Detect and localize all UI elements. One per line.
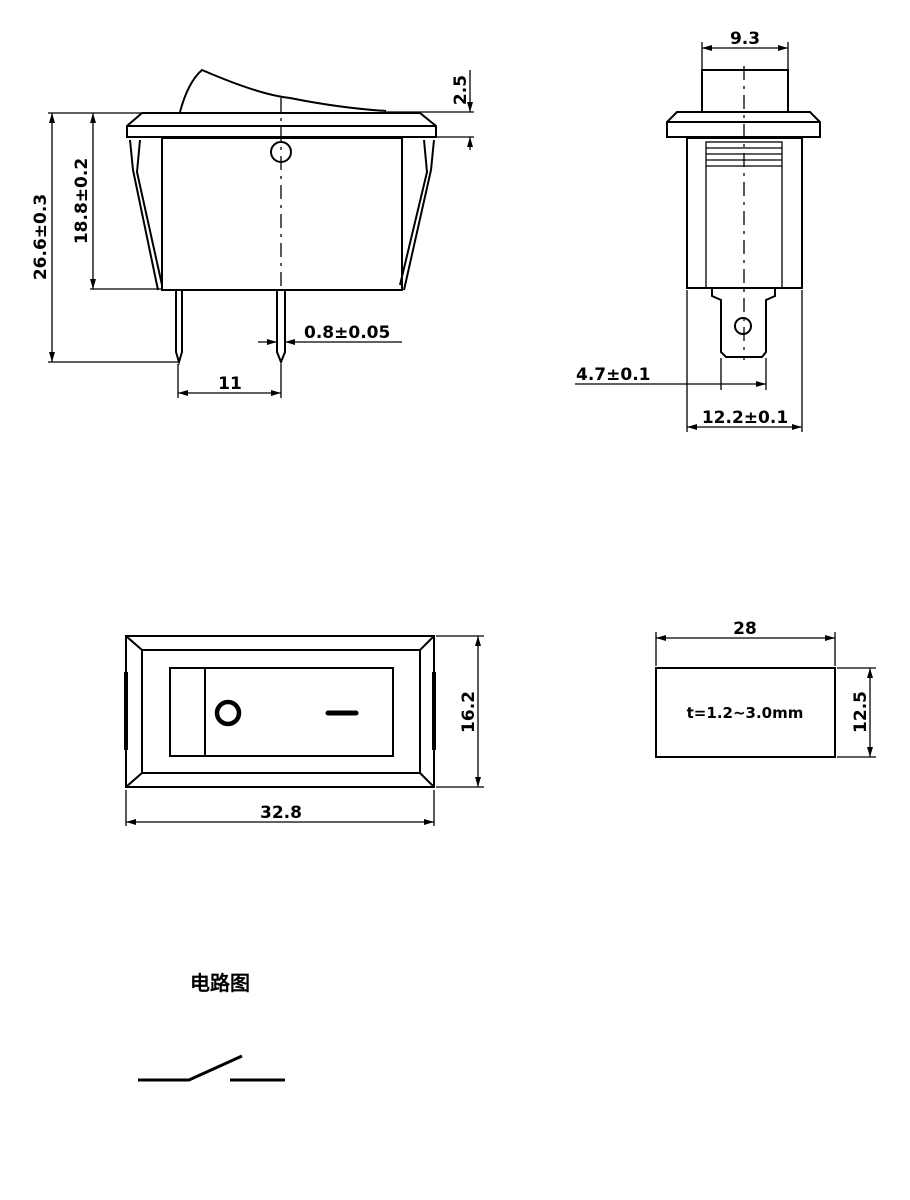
left-clip — [129, 139, 163, 291]
dim-pin-pitch: 11 — [218, 374, 242, 394]
dim-length: 32.8 — [260, 803, 302, 823]
off-symbol-icon — [214, 699, 242, 727]
dim-pin-thickness: 0.8±0.05 — [304, 323, 390, 343]
extension-lines-side — [686, 42, 803, 432]
side-view: 9.3 4.7±0.1 12.2±0.1 — [575, 29, 821, 432]
front-view: 26.6±0.3 18.8±0.2 2.5 11 0.8±0.05 — [31, 68, 474, 398]
dim-total-height: 26.6±0.3 — [31, 194, 51, 280]
top-view: 32.8 16.2 — [124, 635, 484, 826]
cutout-rect — [655, 667, 836, 758]
flange-side — [666, 111, 821, 138]
bezel-inner — [141, 649, 421, 774]
right-clip — [399, 139, 435, 291]
side-bumps — [124, 672, 436, 750]
dim-terminal-width: 4.7±0.1 — [576, 365, 650, 385]
rocker-side — [701, 69, 789, 113]
extension-lines-top — [125, 635, 484, 826]
dim-cutout-height: 12.5 — [851, 691, 871, 733]
circuit-title: 电路图 — [190, 971, 250, 995]
inner-housing — [705, 141, 783, 289]
bezel-corners — [125, 635, 435, 788]
left-pin — [175, 290, 183, 366]
extension-lines-cutout — [655, 632, 876, 758]
switch-symbol-icon — [138, 1054, 285, 1082]
rocker-actuator — [179, 68, 387, 113]
bezel-outer — [125, 635, 435, 788]
rocker-face — [169, 667, 394, 757]
dim-rocker-height: 2.5 — [451, 75, 471, 105]
dim-cutout-width: 28 — [733, 619, 757, 639]
dim-rocker-width: 9.3 — [730, 29, 760, 49]
dim-height: 16.2 — [459, 691, 479, 733]
panel-cutout: 28 12.5 t=1.2~3.0mm — [655, 619, 876, 758]
dim-body-width: 12.2±0.1 — [702, 408, 788, 428]
terminal-hole — [734, 317, 752, 335]
right-pin — [276, 290, 286, 365]
body — [161, 137, 403, 291]
dim-body-height: 18.8±0.2 — [72, 158, 92, 244]
extension-lines — [48, 111, 474, 398]
thickness-note: t=1.2~3.0mm — [687, 704, 804, 722]
circuit-diagram: 电路图 — [138, 971, 285, 1082]
